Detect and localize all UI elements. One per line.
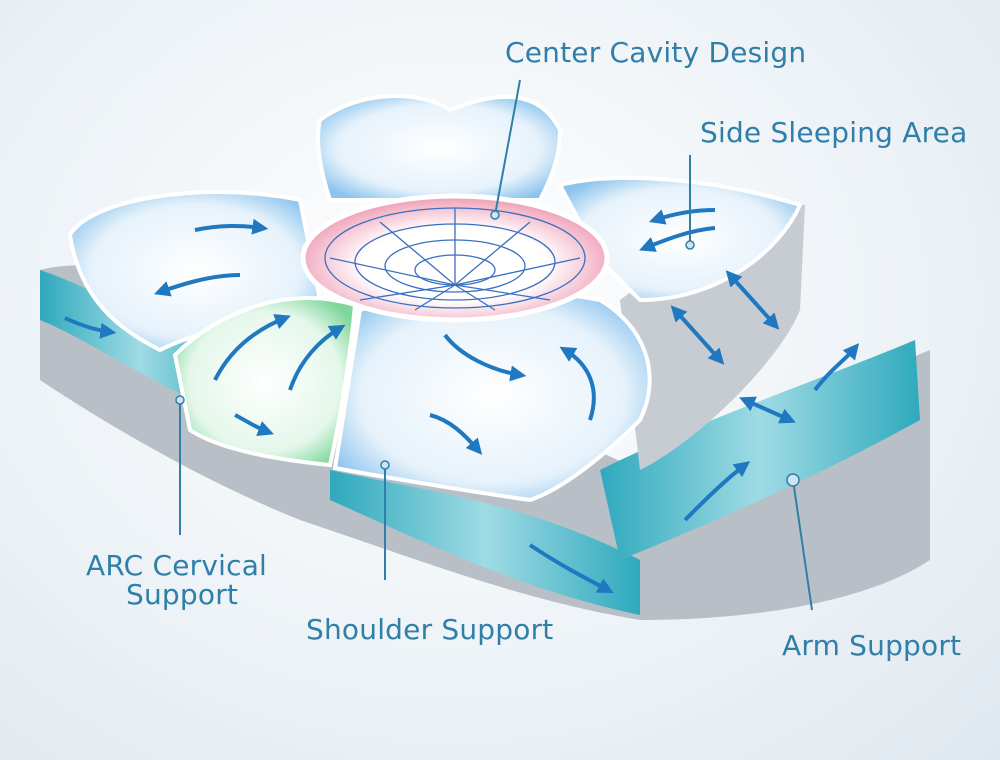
cavity-grid <box>324 207 586 311</box>
petal-side-sleeping <box>557 175 803 303</box>
petal-top <box>316 94 563 202</box>
label-center-cavity-design: Center Cavity Design <box>505 36 807 69</box>
leader-center-cavity <box>494 79 521 216</box>
petal-arc-cervical <box>172 296 358 468</box>
pillow-top <box>67 94 803 503</box>
airflow-arrows <box>64 208 860 593</box>
label-arc-cervical-line2: Support <box>126 578 239 611</box>
label-shoulder-support: Shoulder Support <box>306 613 554 646</box>
leader-lines <box>179 79 813 611</box>
label-arc-cervical-line1: ARC Cervical <box>86 549 268 582</box>
label-arm-support: Arm Support <box>782 629 962 662</box>
leader-arm <box>792 479 813 611</box>
label-side-sleeping-area: Side Sleeping Area <box>700 116 968 149</box>
leader-dots <box>175 210 800 487</box>
